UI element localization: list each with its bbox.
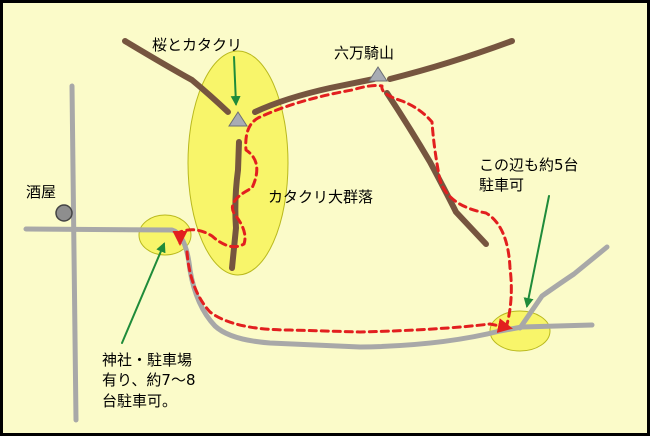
trail-ridge-west (252, 76, 377, 115)
shrine-parking-highlight (138, 214, 192, 256)
label-shrine-line3: 台駐車可。 (102, 392, 177, 410)
trail-southeast (384, 90, 489, 247)
katakuri-summit-marker-icon (228, 111, 248, 127)
hiking-route-return (185, 250, 513, 334)
pointer-arrow-icon (121, 242, 166, 344)
trail-northwest (122, 38, 231, 115)
label-shrine-line1: 神社・駐車場 (102, 351, 192, 369)
pointers (121, 56, 550, 344)
road-vertical-west (69, 83, 79, 423)
pointer-arrow-icon (523, 195, 550, 308)
shop-marker-icon (55, 204, 73, 222)
label-shrine-line2: 有り、約7～8 (102, 371, 196, 389)
pointer-arrow-icon (230, 56, 241, 106)
label-peak: 六万騎山 (334, 44, 394, 62)
label-sakaya: 酒屋 (26, 183, 56, 201)
summit-marker-icon (368, 66, 388, 82)
label-parking-east-line2: 駐車可 (479, 176, 524, 194)
trails (122, 38, 515, 271)
hiking-route (172, 84, 513, 330)
trail-ridge-east (387, 38, 515, 82)
road-northeast-branch (517, 244, 610, 331)
label-katakuri-colony: カタクリ大群落 (268, 188, 373, 206)
label-sakura-katakuri: 桜とカタクリ (152, 36, 242, 54)
label-parking-east-line1: この辺も約5台 (479, 156, 579, 174)
